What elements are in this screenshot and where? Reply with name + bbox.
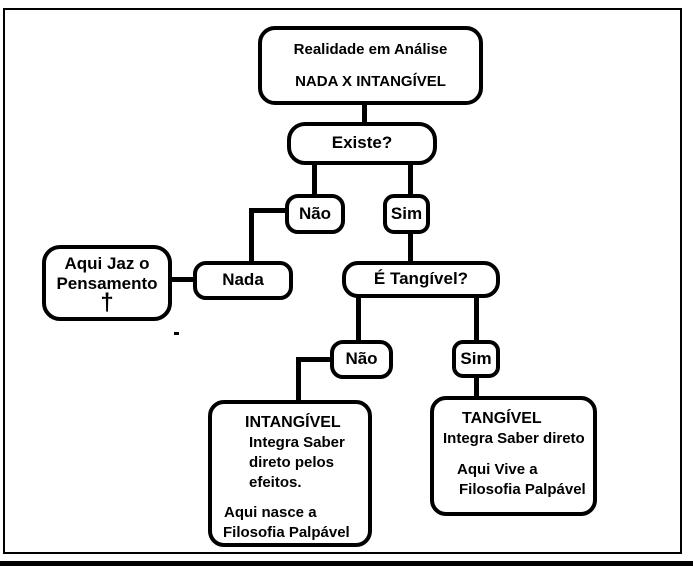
nao-1-label: Não <box>298 203 332 223</box>
stray-mark <box>174 332 179 335</box>
connector-nao1-left-horizontal <box>249 208 287 213</box>
intangivel-footer-line: Filosofia Palpável <box>223 524 350 541</box>
intangivel-gap <box>212 493 368 503</box>
connector-nao1-down-to-nada <box>249 208 254 265</box>
node-sim-2: Sim <box>452 340 500 378</box>
node-sim-1: Sim <box>383 194 430 234</box>
sim-1-label: Sim <box>390 203 423 223</box>
intangivel-title: INTANGÍVEL <box>245 414 341 431</box>
outer-frame <box>3 8 682 554</box>
connector-tangivelq-to-nao2 <box>356 294 361 344</box>
connector-tangivelq-to-sim2 <box>474 294 479 344</box>
connector-nada-to-pensamento <box>169 277 195 282</box>
intangivel-body-line: efeitos. <box>249 474 302 491</box>
tangivel-body-line: Integra Saber direto <box>443 430 585 447</box>
node-intangivel: INTANGÍVEL Integra Saber direto pelos ef… <box>208 400 372 547</box>
pensamento-line-2: Pensamento <box>56 274 158 293</box>
connector-existe-to-sim1 <box>408 160 413 197</box>
tangivel-title: TANGÍVEL <box>462 410 542 427</box>
tangivel-question-label: É Tangível? <box>373 269 469 289</box>
connector-existe-to-nao1 <box>312 160 317 197</box>
existe-label: Existe? <box>331 133 393 153</box>
connector-nao2-down-to-intangivel <box>296 357 301 403</box>
node-tangivel: TANGÍVEL Integra Saber direto Aqui Vive … <box>430 396 597 516</box>
connector-sim2-to-tangivel <box>474 374 479 399</box>
tangivel-footer-line: Filosofia Palpável <box>459 481 586 498</box>
node-realidade-em-analise: Realidade em Análise NADA X INTANGÍVEL <box>258 26 483 105</box>
nada-label: Nada <box>222 270 264 290</box>
intangivel-footer-line: Aqui nasce a <box>224 504 317 521</box>
node-nao-2: Não <box>330 340 393 379</box>
sim-2-label: Sim <box>460 348 492 368</box>
intangivel-body-line: direto pelos <box>249 454 335 471</box>
node-e-tangivel-question: É Tangível? <box>342 261 500 298</box>
title-line-1: Realidade em Análise <box>293 40 448 58</box>
connector-sim1-to-tangivel-q <box>408 230 413 265</box>
node-nada: Nada <box>193 261 293 300</box>
bottom-edge-bar <box>0 561 693 566</box>
cross-icon: † <box>100 288 114 316</box>
node-existe-question: Existe? <box>287 122 437 165</box>
nao-2-label: Não <box>345 349 378 369</box>
connector-title-to-existe <box>362 102 367 126</box>
intangivel-body-line: Integra Saber <box>249 434 345 451</box>
node-aqui-jaz-o-pensamento: Aqui Jaz o Pensamento † <box>42 245 172 321</box>
pensamento-line-1: Aqui Jaz o <box>64 254 150 274</box>
tangivel-gap <box>434 449 593 460</box>
tangivel-footer-line: Aqui Vive a <box>457 461 538 478</box>
connector-nao2-left-horizontal <box>296 357 333 362</box>
title-line-2: NADA X INTANGÍVEL <box>295 72 446 90</box>
node-nao-1: Não <box>285 194 345 234</box>
